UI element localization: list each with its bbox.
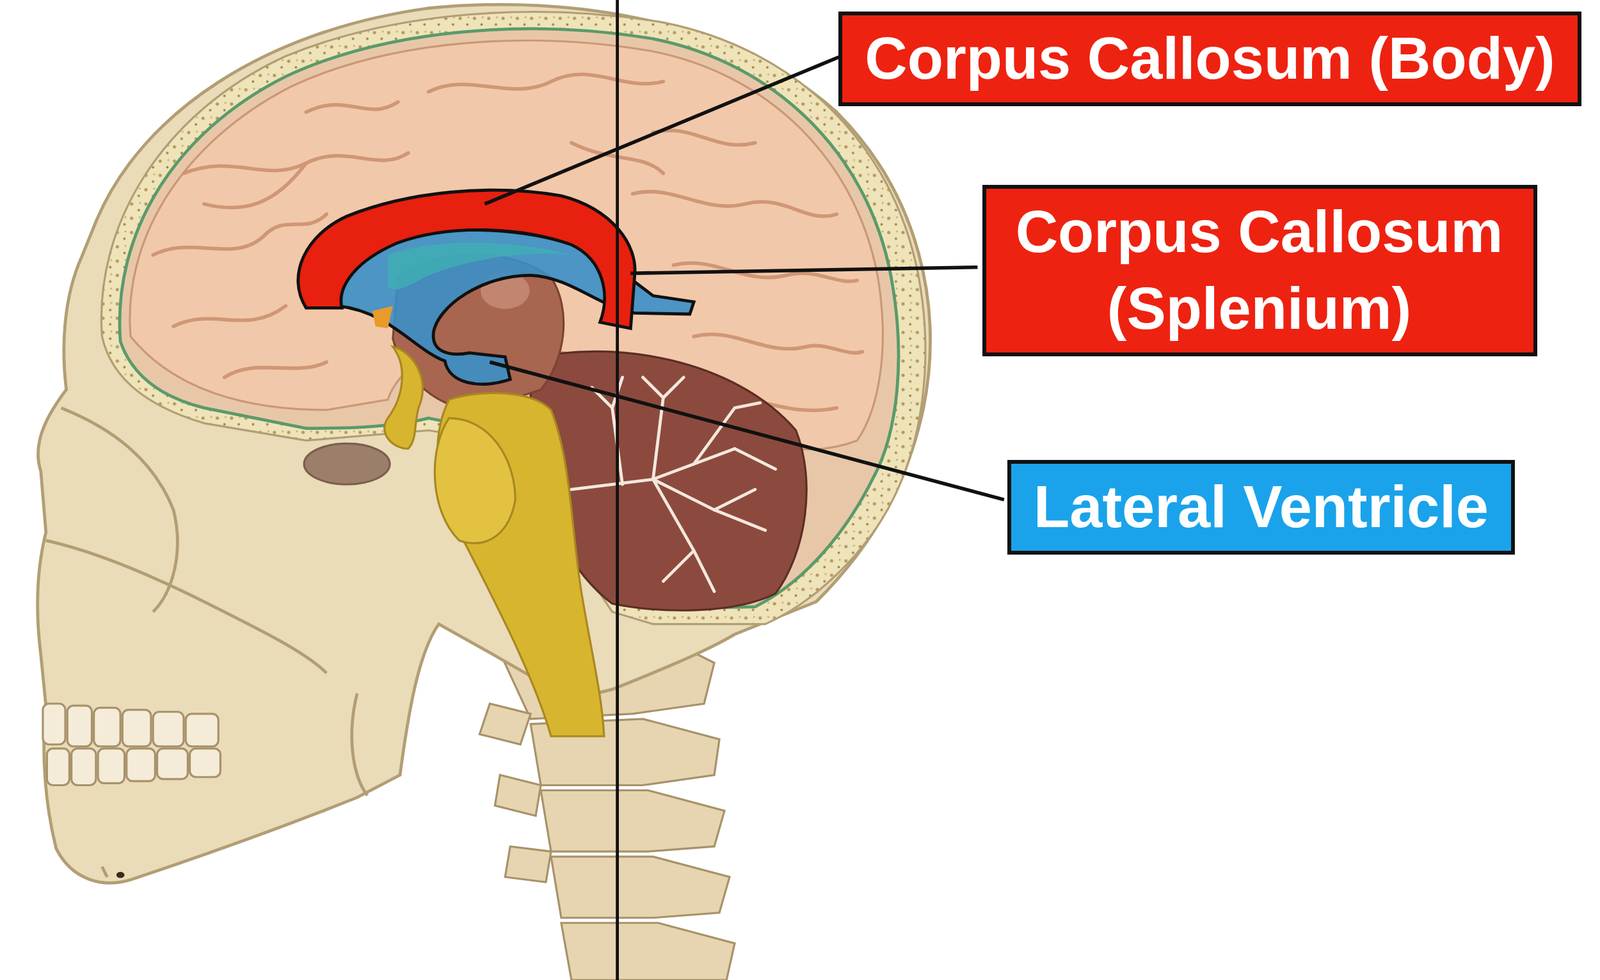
fornix-mark <box>372 305 393 329</box>
pons <box>434 418 516 544</box>
leader-lines <box>484 56 1005 500</box>
pituitary <box>384 346 424 449</box>
label-text: Lateral Ventricle <box>1032 469 1490 546</box>
lateral-ventricle <box>337 230 694 385</box>
label-text: Corpus Callosum (Body) <box>864 20 1556 98</box>
label-box: Corpus Callosum (Splenium) <box>982 184 1538 357</box>
label-box: Lateral Ventricle <box>1007 460 1515 555</box>
sinus <box>304 443 390 485</box>
corpus-callosum <box>298 190 635 329</box>
gyri <box>152 74 863 411</box>
label-text: Corpus Callosum (Splenium) <box>1008 193 1511 347</box>
ventricle-overlay <box>387 242 572 290</box>
teeth <box>42 704 221 786</box>
mental-foramen <box>116 872 125 879</box>
label-box: Corpus Callosum (Body) <box>838 11 1582 107</box>
section-line <box>615 0 619 980</box>
cerebrum <box>129 40 883 450</box>
